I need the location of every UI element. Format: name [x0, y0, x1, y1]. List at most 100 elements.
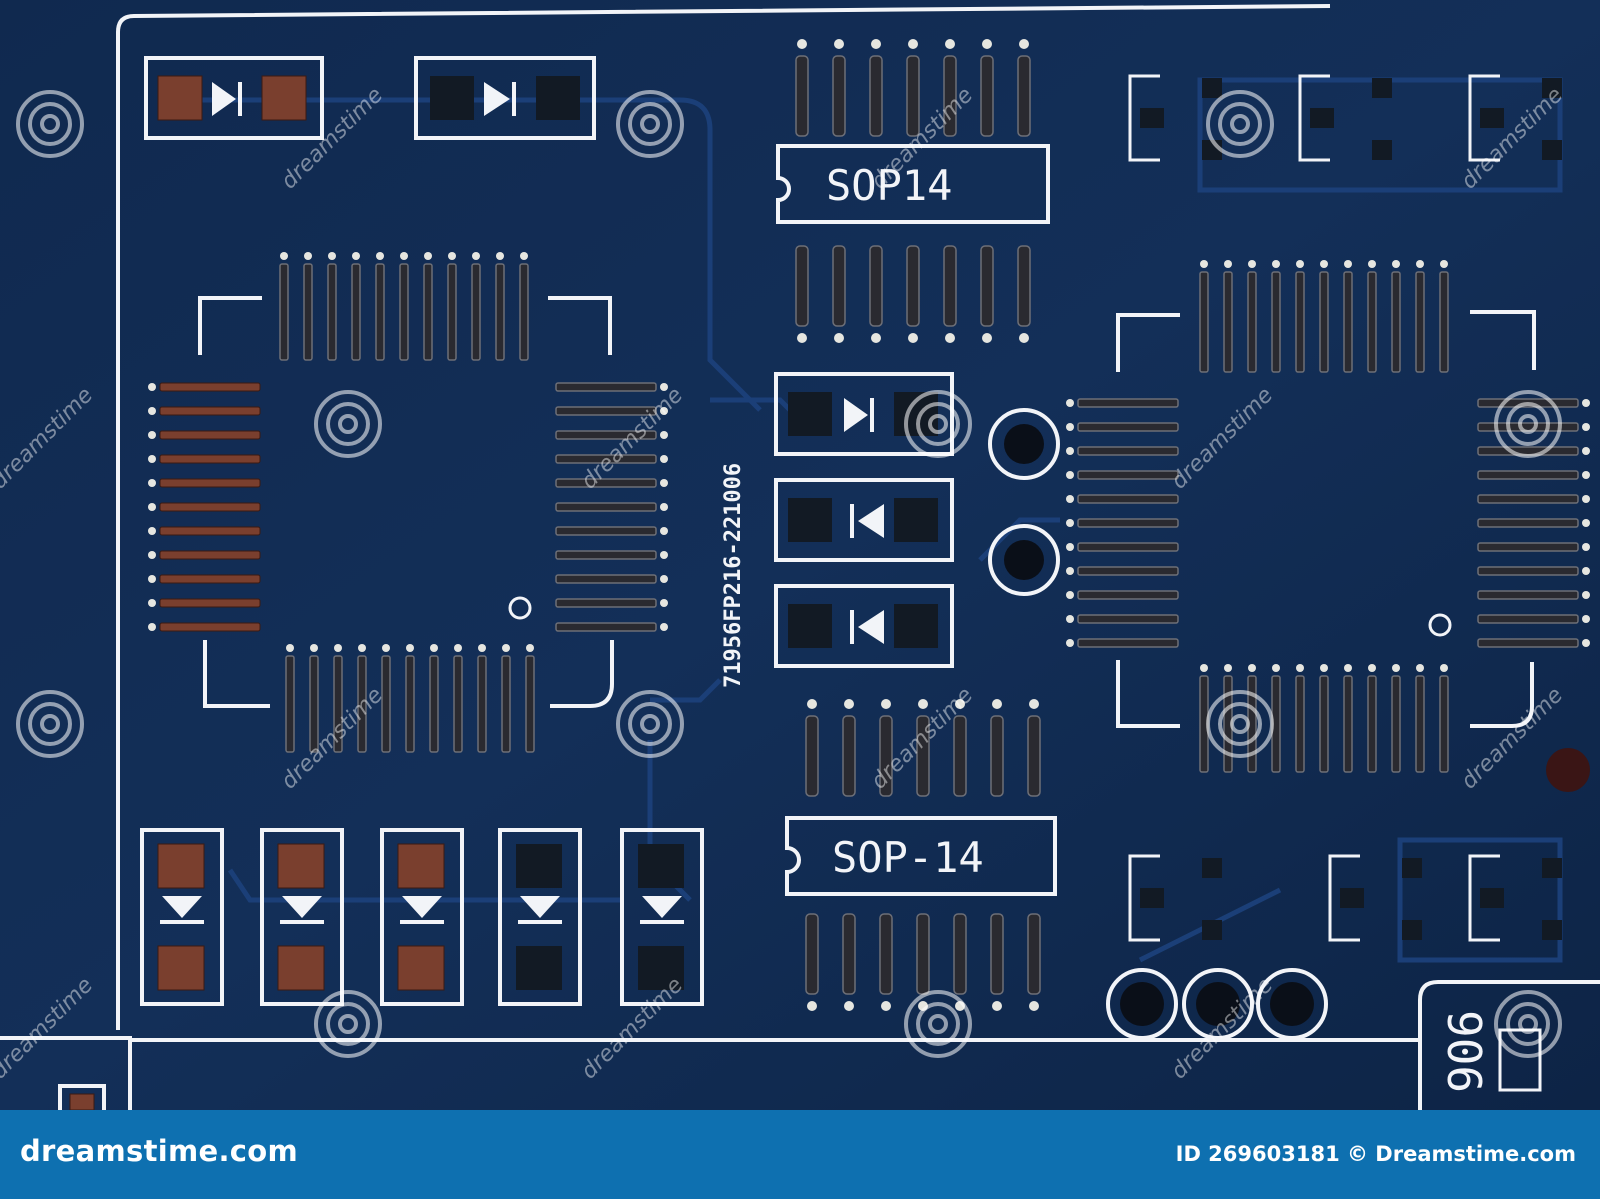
pin-pad — [1367, 271, 1377, 373]
pin-dot — [502, 644, 510, 652]
sop-pin-pad — [916, 913, 930, 995]
board-substrate — [0, 0, 1600, 1110]
sop-pin-dot — [834, 39, 844, 49]
pin-pad — [1477, 446, 1579, 456]
sop-pin-dot — [982, 333, 992, 343]
sop-pin-dot — [807, 1001, 817, 1011]
pin-dot — [478, 644, 486, 652]
sot-footprint-5 — [1328, 854, 1422, 942]
sop-pin-pad — [869, 55, 883, 137]
pin-dot — [148, 407, 156, 415]
sop-pin-dot — [844, 1001, 854, 1011]
pin-dot — [1320, 664, 1328, 672]
pin-dot — [148, 455, 156, 463]
pin-pad — [405, 655, 415, 753]
pin-dot — [1066, 519, 1074, 527]
pin-pad — [1439, 271, 1449, 373]
pin-pad — [1367, 675, 1377, 773]
pin-pad — [357, 655, 367, 753]
pin-pad — [555, 430, 657, 440]
sot-footprint-2 — [1298, 74, 1392, 162]
sop-pin-pad — [1027, 715, 1041, 797]
pin-dot — [1582, 639, 1590, 647]
pin-dot — [1066, 615, 1074, 623]
pin-dot — [526, 644, 534, 652]
pin-pad — [1077, 566, 1179, 576]
pin-dot — [1320, 260, 1328, 268]
pin-dot — [520, 252, 528, 260]
sop-pin-pad — [906, 55, 920, 137]
sop-pin-dot — [807, 699, 817, 709]
diode-footprint-top-2 — [414, 56, 596, 140]
sop14-footprint-top: SOP14 — [776, 39, 1050, 343]
sop-pin-dot — [1029, 1001, 1039, 1011]
diode-footprint-bottom-4 — [498, 828, 582, 1006]
pin-pad — [1477, 470, 1579, 480]
sop-pin-pad — [805, 715, 819, 797]
pin-dot — [660, 455, 668, 463]
pin-dot — [406, 644, 414, 652]
pin-pad — [1295, 675, 1305, 773]
pin-pad — [375, 263, 385, 361]
pin-pad — [555, 574, 657, 584]
pin-pad — [471, 263, 481, 361]
pin-pad — [555, 382, 657, 392]
pin-pad — [159, 502, 261, 512]
sop-pin-dot — [918, 699, 928, 709]
pin-dot — [660, 551, 668, 559]
pin-dot — [148, 623, 156, 631]
pin-pad — [1477, 566, 1579, 576]
pin-pad — [1271, 271, 1281, 373]
pin-dot — [148, 599, 156, 607]
pin-dot — [660, 383, 668, 391]
pin-pad — [555, 550, 657, 560]
sop-pin-dot — [945, 333, 955, 343]
pin-pad — [1477, 590, 1579, 600]
edge-mark-label: 906 — [1437, 1010, 1491, 1093]
pin-dot — [424, 252, 432, 260]
pin-dot — [1066, 591, 1074, 599]
pin-dot — [148, 431, 156, 439]
sop-pin-dot — [871, 39, 881, 49]
pin-pad — [1415, 675, 1425, 773]
pin-pad — [1077, 542, 1179, 552]
pin-pad — [159, 622, 261, 632]
pin-dot — [660, 527, 668, 535]
pin-pad — [1247, 271, 1257, 373]
pin-dot — [376, 252, 384, 260]
sop-pin-dot — [871, 333, 881, 343]
pin-dot — [148, 503, 156, 511]
pin-pad — [159, 406, 261, 416]
pin-dot — [1248, 260, 1256, 268]
pin-dot — [1200, 260, 1208, 268]
diode-footprint-mid-2 — [774, 478, 954, 562]
watermark-spiral-icon — [16, 90, 84, 158]
sop-pin-pad — [795, 55, 809, 137]
sop-pin-pad — [832, 245, 846, 327]
sop-pin-dot — [992, 699, 1002, 709]
sop-pin-dot — [945, 39, 955, 49]
pin-pad — [159, 454, 261, 464]
pin-pad — [159, 382, 261, 392]
pin-pad — [159, 598, 261, 608]
pin-dot — [1344, 260, 1352, 268]
pin-pad — [327, 263, 337, 361]
sop-pin-pad — [879, 913, 893, 995]
sop-pin-dot — [908, 39, 918, 49]
watermark-spiral-icon — [314, 390, 382, 458]
pin-dot — [382, 644, 390, 652]
pin-dot — [1416, 664, 1424, 672]
pin-pad — [399, 263, 409, 361]
pin-dot — [430, 644, 438, 652]
pin-pad — [555, 622, 657, 632]
pin-dot — [304, 252, 312, 260]
pin-pad — [1077, 590, 1179, 600]
pin-dot — [334, 644, 342, 652]
pin-dot — [148, 479, 156, 487]
pin-dot — [1066, 399, 1074, 407]
sop-pin-pad — [943, 245, 957, 327]
pin-dot — [1582, 615, 1590, 623]
sop-pin-dot — [908, 333, 918, 343]
pin-pad — [1077, 494, 1179, 504]
pin-pad — [1477, 542, 1579, 552]
